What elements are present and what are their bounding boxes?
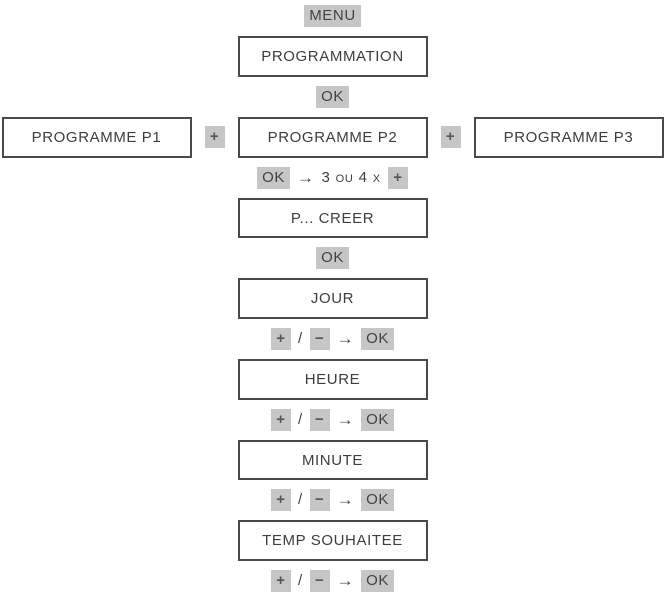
programme-p3-label: PROGRAMME P3	[503, 128, 634, 146]
programme-p2-label: PROGRAMME P2	[267, 128, 398, 146]
arrow-right-icon: →	[336, 571, 355, 591]
jour-box: JOUR	[237, 278, 428, 320]
plus-key: +	[270, 328, 291, 351]
arrow-right-icon: →	[336, 490, 355, 510]
ok-key: OK	[316, 247, 349, 270]
plus-key: +	[270, 489, 291, 512]
ok-key: OK	[257, 166, 290, 189]
programme-p1-box: PROGRAMME P1	[1, 116, 192, 158]
plus-minus-ok-line: + / − → OK	[270, 489, 395, 512]
slash-separator: /	[297, 330, 303, 348]
plus-minus-ok-line: + / − → OK	[270, 408, 395, 431]
programmation-box: PROGRAMMATION	[237, 36, 428, 77]
minute-box: MINUTE	[237, 439, 428, 481]
heure-box: HEURE	[237, 359, 428, 400]
plus-key: +	[270, 408, 291, 431]
ok-key: OK	[361, 408, 395, 431]
arrow-right-icon: →	[336, 329, 355, 349]
creer-box: P... CREER	[237, 197, 428, 239]
slash-separator: /	[297, 491, 303, 509]
creer-label: P... CREER	[290, 209, 375, 227]
ok-key: OK	[361, 489, 395, 512]
menu-key: MENU	[304, 5, 361, 27]
plus-minus-ok-line: + / − → OK	[270, 328, 395, 351]
minus-key: −	[309, 328, 330, 351]
program-select-row: PROGRAMME P1 + PROGRAMME P2 + PROGRAMME …	[1, 116, 664, 158]
programme-p3-box: PROGRAMME P3	[473, 116, 664, 158]
arrow-right-icon: →	[336, 409, 355, 429]
minus-key: −	[309, 408, 330, 431]
ok-key: OK	[316, 85, 349, 108]
temp-souhaitee-box: TEMP SOUHAITEE	[237, 520, 428, 562]
heure-label: HEURE	[304, 370, 361, 388]
plus-minus-ok-line: + / − → OK	[270, 570, 395, 592]
ok-key: OK	[361, 328, 395, 351]
ok-repeat-line: OK → 3 ou 4 x +	[257, 166, 408, 189]
minus-key: −	[309, 489, 330, 512]
plus-key: +	[204, 126, 225, 149]
programme-p2-box: PROGRAMME P2	[237, 116, 428, 158]
programmation-label: PROGRAMMATION	[261, 47, 404, 65]
plus-key: +	[270, 570, 291, 592]
jour-label: JOUR	[310, 290, 355, 308]
plus-key: +	[440, 126, 461, 149]
plus-key: +	[387, 166, 408, 189]
repeat-count-label: 3 ou 4 x	[321, 168, 381, 186]
slash-separator: /	[297, 410, 303, 428]
minute-label: MINUTE	[301, 451, 364, 469]
ok-key: OK	[361, 570, 395, 592]
arrow-right-icon: →	[296, 167, 315, 187]
slash-separator: /	[297, 572, 303, 590]
minus-key: −	[309, 570, 330, 592]
programme-p1-label: PROGRAMME P1	[31, 128, 162, 146]
temp-souhaitee-label: TEMP SOUHAITEE	[262, 532, 403, 550]
